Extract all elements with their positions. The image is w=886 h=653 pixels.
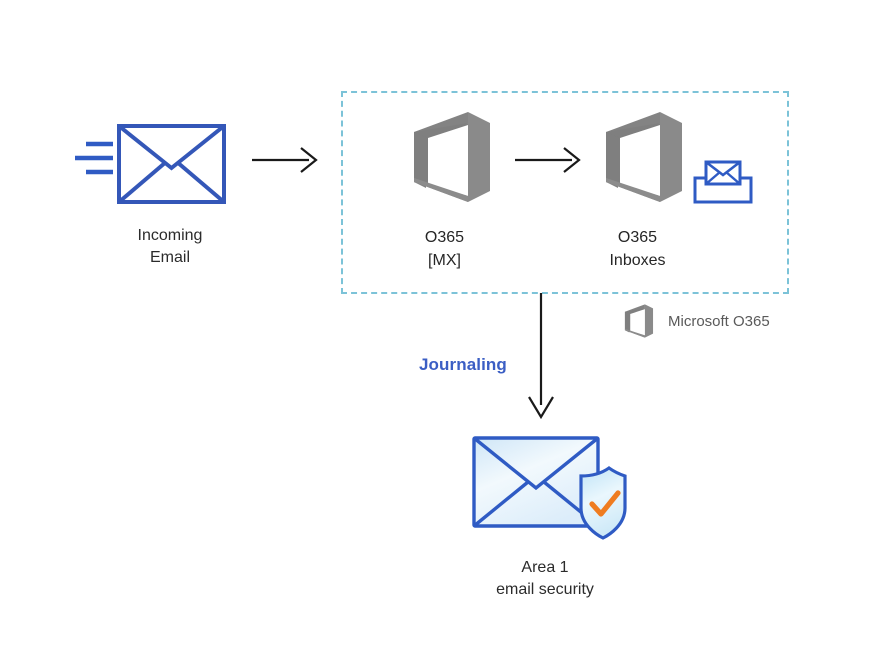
arrow-mx-to-inboxes xyxy=(515,145,585,175)
checkmark-icon xyxy=(589,490,621,517)
arrow-incoming-to-mx xyxy=(252,145,322,175)
inbox-tray-envelope-icon xyxy=(692,158,754,206)
legend-o365-label: Microsoft O365 xyxy=(668,313,770,330)
office-365-cube-icon xyxy=(414,112,490,202)
o365-inboxes-label: O365 Inboxes xyxy=(609,229,666,269)
shielded-envelope-icon xyxy=(472,436,627,540)
office-365-cube-icon xyxy=(606,112,682,202)
o365-mx-node xyxy=(406,110,498,204)
o365-boundary-dashed-box xyxy=(341,91,789,294)
motion-lines-icon xyxy=(75,141,113,175)
legend-o365-icon xyxy=(622,303,656,339)
area1-label: Area 1 email security xyxy=(496,559,594,598)
journaling-edge-label: Journaling xyxy=(419,355,507,374)
office-365-cube-icon xyxy=(624,304,654,338)
envelope-outline-icon xyxy=(75,124,226,204)
arrow-inboxes-to-area1 xyxy=(524,293,558,423)
shield-icon xyxy=(579,466,627,540)
o365-mx-label: O365 [MX] xyxy=(424,229,465,269)
incoming-email-label: Incoming Email xyxy=(137,227,203,266)
area1-node xyxy=(468,432,630,544)
o365-inboxes-node xyxy=(598,110,690,204)
incoming-email-node xyxy=(70,115,235,210)
